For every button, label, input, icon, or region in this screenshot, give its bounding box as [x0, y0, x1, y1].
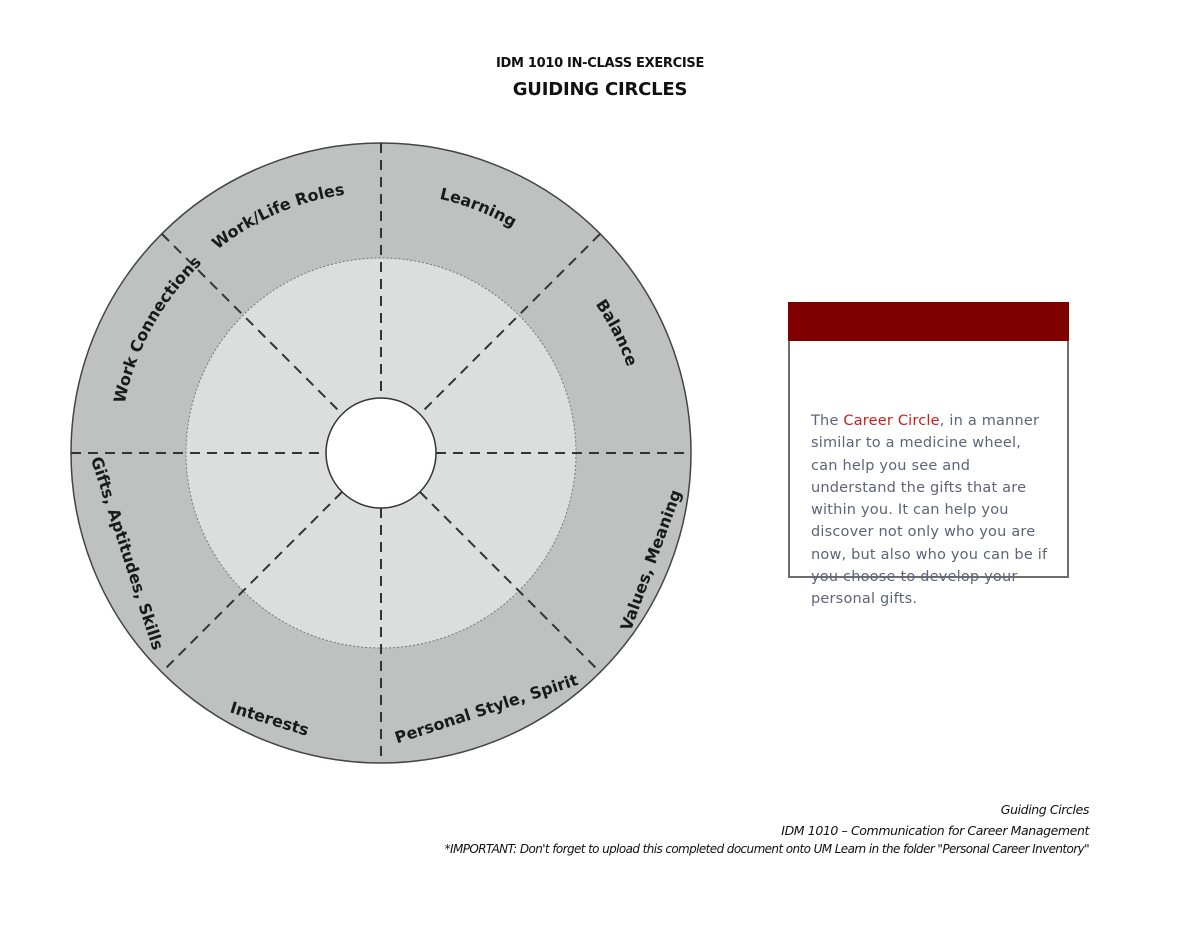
document-subtitle: IDM 1010 IN-CLASS EXERCISE [495, 56, 705, 71]
footer-line-important: *IMPORTANT: Don't forget to upload this … [444, 842, 1090, 856]
document-title: GUIDING CIRCLES [512, 79, 688, 100]
footer-line-course: IDM 1010 – Communication for Career Mana… [781, 823, 1089, 838]
center-hole [325, 397, 437, 509]
segment-dividers [71, 143, 691, 763]
footer-line-title: Guiding Circles [1000, 802, 1090, 817]
callout-text-start: The [811, 413, 844, 429]
callout-text-rest: , in a manner similar to a medicine whee… [811, 413, 1048, 608]
career-circle-highlight: Career Circle [843, 413, 940, 429]
callout-header-bar [788, 302, 1069, 341]
callout-text: The Career Circle, in a manner similar t… [811, 410, 1051, 611]
callout-box [788, 302, 1069, 578]
callout-frame [788, 341, 1069, 578]
